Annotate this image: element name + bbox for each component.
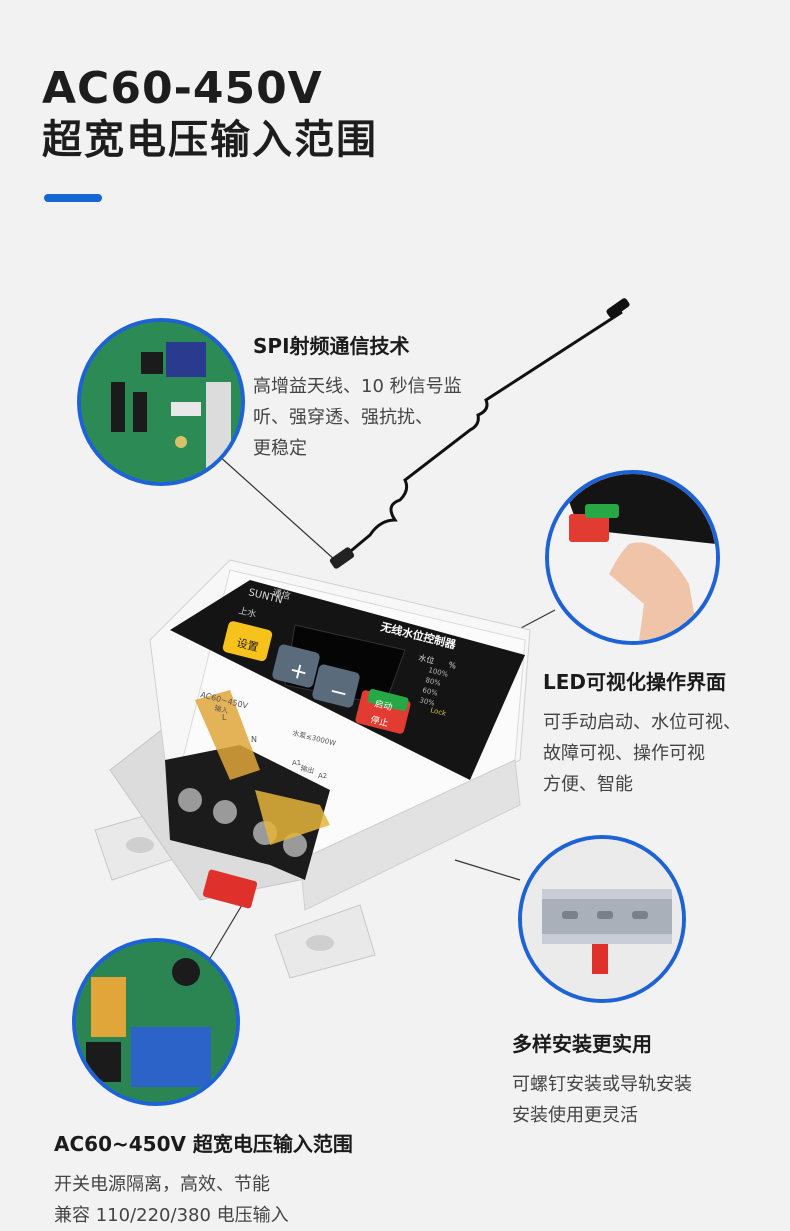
device-level-80: 80% xyxy=(425,676,442,688)
set-button-shape xyxy=(222,621,273,662)
terminal-n: N xyxy=(251,735,257,744)
feature-led-line: 可手动启动、水位可视、 xyxy=(543,712,741,733)
feature-mount-title: 多样安装更实用 xyxy=(512,1032,652,1056)
din-rail-icon xyxy=(518,835,686,1003)
feature-spi-line: 高增益天线、10 秒信号监 xyxy=(253,376,462,397)
feature-spi: SPI射频通信技术 高增益天线、10 秒信号监 听、强穿透、强抗扰、 更稳定 xyxy=(253,330,462,464)
device-level-30: 30% xyxy=(419,696,436,708)
feature-led: LED可视化操作界面 可手动启动、水位可视、 故障可视、操作可视 方便、智能 xyxy=(543,666,741,800)
feature-spi-title: SPI射频通信技术 xyxy=(253,334,410,358)
headline-subtitle: 超宽电压输入范围 xyxy=(42,116,378,163)
device-minus-label: − xyxy=(327,679,351,708)
feature-mount: 多样安装更实用 可螺钉安装或导轨安装 安装使用更灵活 xyxy=(512,1028,692,1131)
device-level-60: 60% xyxy=(422,686,439,698)
feature-spi-line: 更稳定 xyxy=(253,438,307,459)
feature-power-line: 开关电源隔离，高效、节能 xyxy=(54,1174,270,1195)
feature-spi-line: 听、强穿透、强抗扰、 xyxy=(253,407,433,428)
device-body xyxy=(109,559,531,911)
feature-power-line: 兼容 110/220/380 电压输入 xyxy=(54,1205,289,1226)
feature-mount-line: 安装使用更灵活 xyxy=(512,1105,638,1126)
feature-power-title: AC60~450V 超宽电压输入范围 xyxy=(54,1132,353,1156)
finger-press-icon xyxy=(545,470,720,645)
device-level-header: 水位 xyxy=(418,652,436,666)
device-level-unit: % xyxy=(448,660,458,671)
leader-line-spi xyxy=(217,454,336,561)
device-set-label: 设置 xyxy=(235,636,259,654)
pcb-board-icon xyxy=(77,318,245,486)
relay-board-icon xyxy=(72,938,240,1106)
device-input-sub: 输入 xyxy=(214,703,230,715)
terminal-a2: A2 xyxy=(318,772,327,780)
accent-bar xyxy=(44,194,102,202)
feature-led-title: LED可视化操作界面 xyxy=(543,670,727,694)
leader-line-mount xyxy=(454,859,521,881)
device-lock-label: Lock xyxy=(430,706,448,718)
device-plus-label: + xyxy=(287,658,311,687)
feature-led-line: 故障可视、操作可视 xyxy=(543,743,705,764)
antenna-icon xyxy=(329,298,630,569)
feature-led-line: 方便、智能 xyxy=(543,774,633,795)
feature-mount-line: 可螺钉安装或导轨安装 xyxy=(512,1074,692,1095)
terminal-l: L xyxy=(222,713,227,722)
terminal-a1: A1 xyxy=(292,759,301,767)
headline-voltage: AC60-450V xyxy=(42,63,323,114)
feature-power: AC60~450V 超宽电压输入范围 开关电源隔离，高效、节能 兼容 110/2… xyxy=(54,1128,353,1231)
device-output-sub: 输出 xyxy=(300,763,316,775)
page-headline: AC60-450V 超宽电压输入范围 xyxy=(42,62,378,164)
